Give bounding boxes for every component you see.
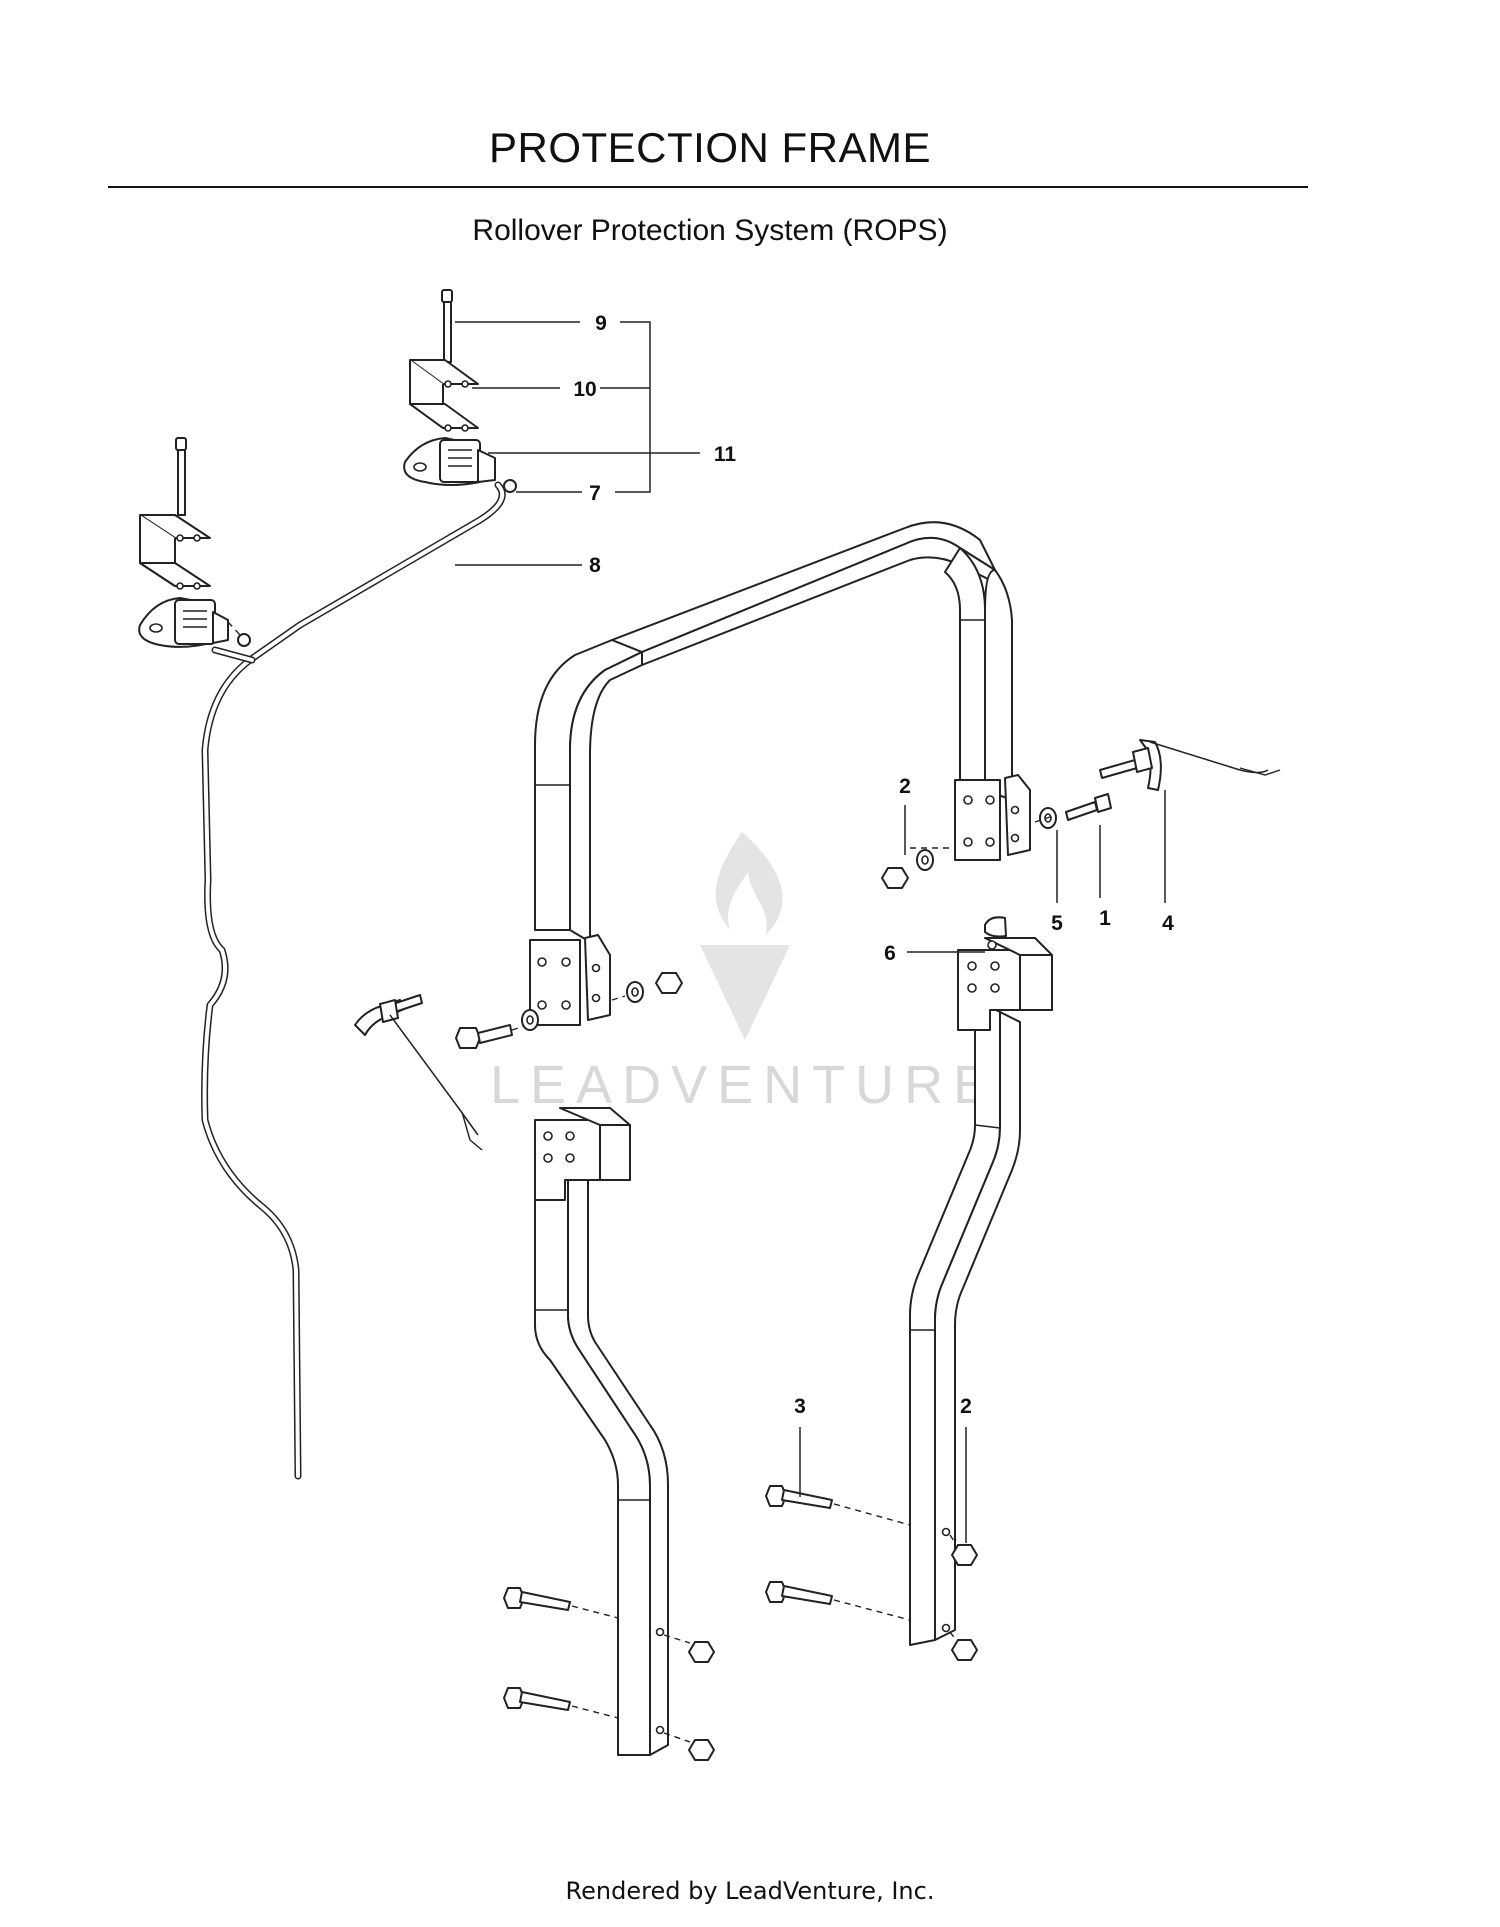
title-divider — [108, 186, 1308, 188]
watermark-text: LEADVENTURE — [490, 1055, 999, 1115]
callout-2-lower: 2 — [960, 1395, 972, 1418]
footer-credit: Rendered by LeadVenture, Inc. — [565, 1877, 935, 1905]
callout-8: 8 — [589, 554, 601, 577]
callout-9: 9 — [595, 312, 607, 335]
lower-switch-assembly — [138, 437, 251, 648]
page-subtitle: Rollover Protection System (ROPS) — [472, 214, 948, 247]
upper-roll-bar-hoop — [529, 521, 1031, 1026]
leadventure-watermark: LEADVENTURE — [490, 832, 999, 1115]
left-pivot-hardware — [354, 972, 683, 1151]
left-lower-leg — [503, 1107, 715, 1761]
callout-7: 7 — [589, 482, 601, 505]
callout-labels: 9 10 11 7 8 2 5 1 4 6 3 2 — [573, 312, 1174, 1418]
callout-6: 6 — [884, 942, 896, 965]
callout-1: 1 — [1099, 907, 1111, 930]
callout-4: 4 — [1162, 912, 1174, 935]
callout-11: 11 — [714, 443, 737, 466]
page-title: PROTECTION FRAME — [488, 124, 931, 171]
right-pivot-hardware — [881, 739, 1281, 889]
callout-10: 10 — [573, 378, 596, 401]
callout-leaders — [455, 321, 1166, 1543]
callout-5: 5 — [1051, 912, 1063, 935]
right-lower-leg — [765, 916, 1053, 1661]
wire-harness-8 — [201, 481, 506, 1480]
upper-switch-assembly — [403, 289, 517, 493]
callout-2-upper: 2 — [899, 775, 911, 798]
callout-3: 3 — [794, 1395, 806, 1418]
